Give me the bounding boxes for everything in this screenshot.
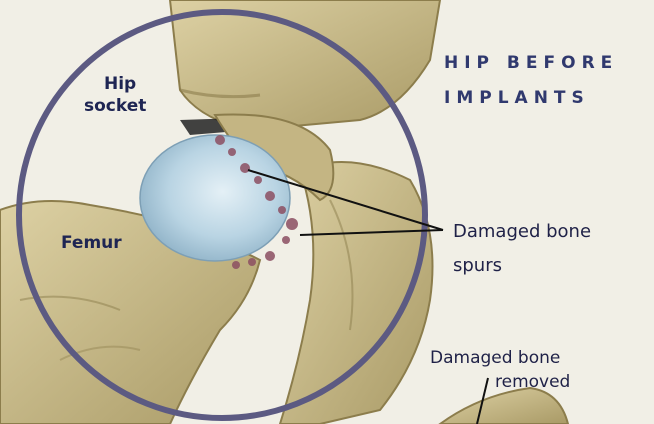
damaged-spurs-label-line-1: Damaged bone [453,220,591,244]
title-line-2: IMPLANTS [444,88,590,108]
hip-socket-label-line-1: Hip [104,74,136,95]
damaged-removed-label-line-2: removed [495,370,570,394]
hip-socket-label-line-2: socket [84,96,146,117]
damaged-spurs-label-line-2: spurs [453,254,502,278]
damaged-removed-label-line-1: Damaged bone [430,346,560,370]
femur-label: Femur [61,233,122,254]
title-line-1: HIP BEFORE [444,53,618,73]
